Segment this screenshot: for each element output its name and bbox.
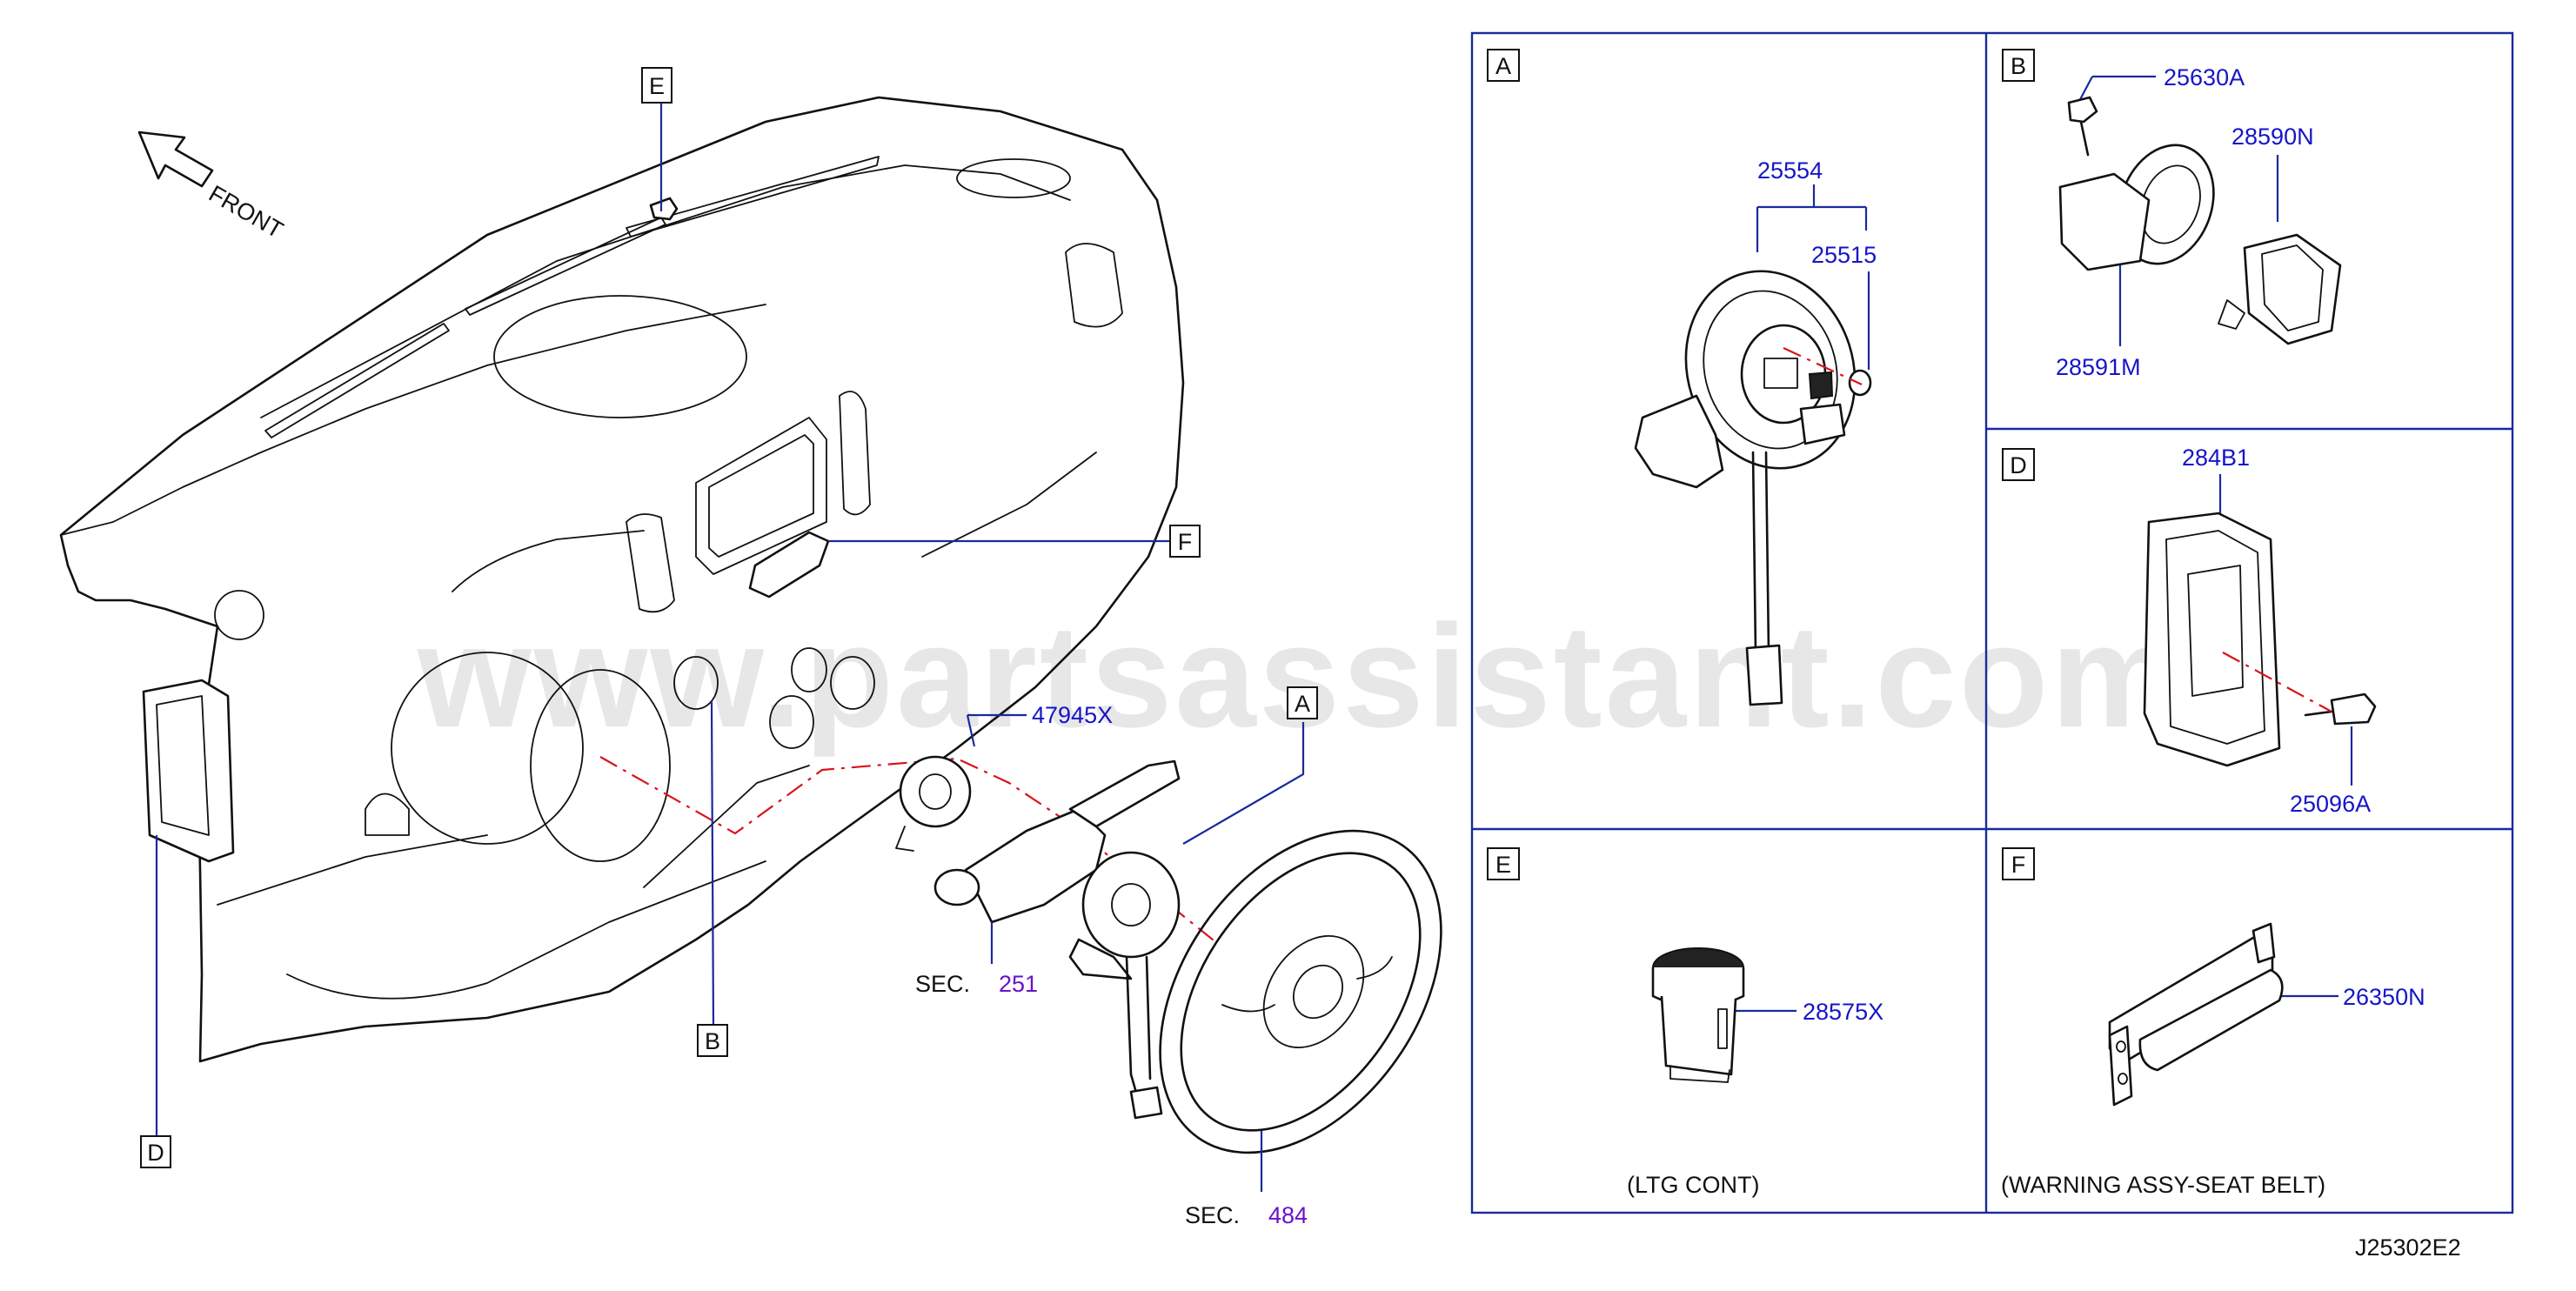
panel-f-letter: F: [2011, 852, 2026, 878]
panel-e-caption: (LTG CONT): [1627, 1172, 1759, 1198]
callout-b-letter: B: [705, 1028, 720, 1054]
section-prefix-251: SEC.: [915, 971, 970, 997]
panel-f: F 26350N (WARNING ASSY-SEAT BELT): [2001, 847, 2425, 1198]
spiral-cable-drawing: [1634, 270, 1872, 706]
callout-f-letter: F: [1178, 529, 1193, 555]
panel-b: B 25630A 28590N 28591M: [2002, 49, 2342, 380]
panel-e: E 28575X (LTG CONT): [1487, 847, 1883, 1198]
combination-switch-drawing: [895, 755, 1442, 1154]
callout-b-box: [697, 1024, 728, 1057]
seat-belt-warning-drawing: [2108, 922, 2284, 1107]
section-number-251: 251: [999, 971, 1038, 997]
lighting-switch-drawing: [1651, 947, 1745, 1083]
panel-d-letter: D: [2010, 452, 2027, 478]
key-switch-drawing: [2058, 96, 2342, 345]
instrument-panel-drawing: FRONT: [59, 96, 1185, 1063]
panel-d: D 284B1 25096A: [2002, 445, 2377, 817]
callout-f-box: [1169, 525, 1201, 558]
part-number-25554: 25554: [1757, 157, 1823, 184]
panel-e-letter: E: [1495, 852, 1511, 878]
part-number-284b1: 284B1: [2182, 445, 2250, 471]
callout-e-letter: E: [649, 73, 665, 99]
part-number-28575x: 28575X: [1803, 999, 1883, 1025]
panel-a-letter: A: [1495, 53, 1511, 79]
panel-f-caption: (WARNING ASSY-SEAT BELT): [2001, 1172, 2325, 1198]
callout-d-box: [140, 1135, 171, 1168]
part-number-26350n: 26350N: [2343, 984, 2425, 1010]
part-number-47945x: 47945X: [1032, 702, 1113, 728]
callout-a-letter: A: [1295, 691, 1310, 717]
front-label: FRONT: [204, 180, 288, 243]
control-module-drawing: [2143, 512, 2377, 767]
part-number-28591m: 28591M: [2056, 354, 2141, 380]
callout-d-letter: D: [147, 1140, 164, 1166]
part-number-25096a: 25096A: [2290, 791, 2371, 817]
drawing-code: J25302E2: [2355, 1234, 2461, 1261]
part-number-25630a: 25630A: [2164, 64, 2245, 90]
part-number-28590n: 28590N: [2231, 124, 2314, 150]
callout-e-box: [641, 67, 672, 104]
section-prefix-484: SEC.: [1185, 1202, 1240, 1228]
panel-a: A 25554 25515: [1487, 49, 1877, 706]
callout-a-box: [1287, 686, 1318, 719]
detail-panel-grid: [1470, 31, 2514, 1214]
section-number-484: 484: [1268, 1202, 1308, 1228]
part-number-25515: 25515: [1811, 242, 1877, 268]
front-arrow-icon: [137, 130, 214, 188]
panel-b-letter: B: [2011, 53, 2026, 79]
watermark-text: www.partsassistant.com: [417, 594, 2184, 758]
